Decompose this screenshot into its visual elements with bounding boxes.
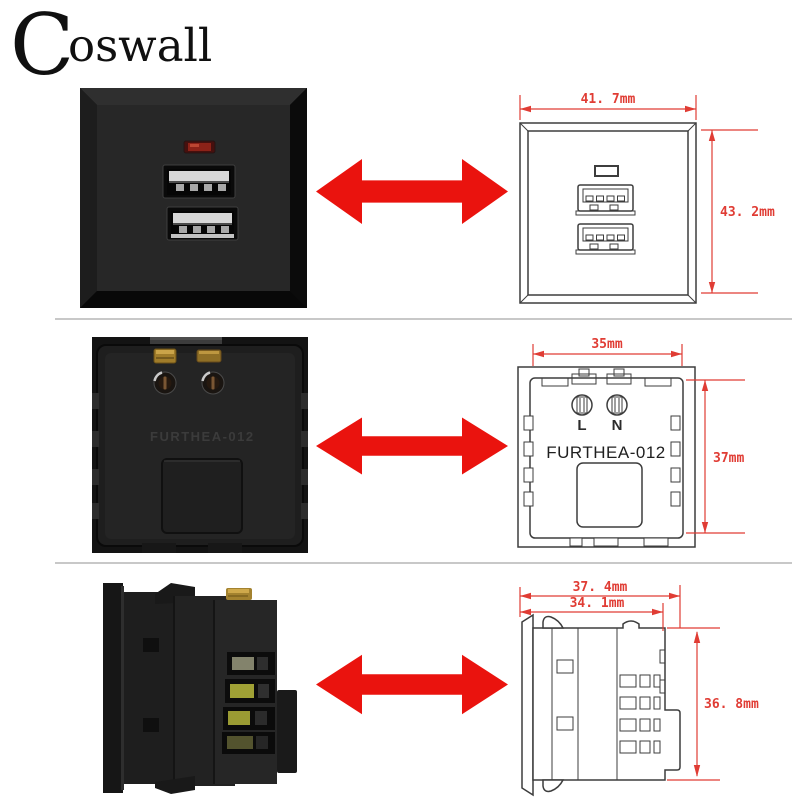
- row-divider-1: [55, 318, 792, 320]
- terminal-label-neutral: N: [612, 417, 623, 434]
- terminal-hole-right: [201, 371, 225, 395]
- bevel-bottom: [80, 291, 307, 308]
- top-clip-outline: [542, 615, 565, 629]
- front-outline: [519, 122, 697, 304]
- model-number: FURTHEA-012: [546, 443, 666, 462]
- bevel-left: [80, 88, 97, 308]
- side-height-label: 36. 8mm: [704, 697, 759, 712]
- front-height-dimension: 43. 2mm: [701, 129, 775, 294]
- bevel-right: [290, 88, 307, 308]
- bottom-clip: [155, 776, 195, 794]
- raised-block-outline: [576, 462, 643, 528]
- side-view-photo: [103, 583, 297, 794]
- double-arrow-icon: [316, 654, 508, 715]
- mount-tab-outline-left: [571, 368, 597, 385]
- raised-block: [161, 458, 243, 534]
- slot-outlines: [619, 674, 661, 754]
- back-view-photo: FURTHEA-012: [92, 337, 308, 553]
- mount-tab: [150, 337, 222, 348]
- row-divider-2: [55, 562, 792, 564]
- double-arrow-icon: [316, 417, 508, 475]
- clip-outlines: [523, 415, 681, 507]
- back-width-label: 35mm: [591, 337, 622, 352]
- side-view-diagram: 37. 4mm 34. 1mm 36. 8mm: [519, 580, 759, 797]
- embossed-model-text: FURTHEA-012: [150, 429, 255, 444]
- side-outer-width-label: 37. 4mm: [573, 580, 628, 595]
- usb-outline-top: [575, 184, 636, 216]
- front-width-label: 41. 7mm: [581, 92, 636, 107]
- terminal-outline-left: [571, 394, 593, 416]
- back-height-label: 37mm: [713, 451, 744, 466]
- side-clips: [92, 393, 308, 519]
- bevel-top: [80, 88, 307, 105]
- back-view-diagram: L N FURTHEA-012 35mm: [517, 337, 745, 548]
- usb-port-bottom: [166, 206, 239, 241]
- front-width-dimension: 41. 7mm: [519, 92, 697, 120]
- back-height-dimension: 37mm: [686, 379, 745, 534]
- back-width-dimension: 35mm: [532, 337, 683, 366]
- back-outline: L N FURTHEA-012: [517, 366, 696, 548]
- side-inner-width-dimension: 34. 1mm: [520, 596, 664, 631]
- contact-slots: [222, 652, 275, 754]
- logo-initial: C: [10, 2, 74, 88]
- bottom-clip-outline: [542, 779, 565, 793]
- terminal-hole-left: [153, 371, 177, 395]
- side-inner-width-label: 34. 1mm: [570, 596, 625, 611]
- logo-rest: oswall: [68, 19, 212, 72]
- front-view-diagram: 41. 7mm 43. 2mm: [519, 92, 775, 304]
- rear-tab: [277, 690, 297, 773]
- double-arrow-icon: [316, 159, 508, 224]
- front-height-label: 43. 2mm: [720, 205, 775, 220]
- front-view-photo: [80, 88, 307, 308]
- side-outline: [521, 613, 681, 797]
- faceplate-edge: [103, 583, 123, 793]
- led-indicator: [183, 140, 216, 154]
- usb-port-top: [162, 164, 236, 199]
- brand-logo: C oswall: [10, 2, 212, 88]
- brass-screw: [226, 588, 252, 600]
- brass-terminal-screw-right: [196, 349, 222, 363]
- indicator-outline: [594, 165, 619, 177]
- brass-terminal-screw-left: [153, 348, 177, 364]
- mount-tab-outline-right: [606, 368, 632, 385]
- terminal-outline-right: [606, 394, 628, 416]
- back-panel: [105, 353, 295, 539]
- faceplate-outline: [521, 613, 534, 797]
- usb-outline-bottom: [575, 223, 636, 255]
- side-height-dimension: 36. 8mm: [667, 627, 759, 781]
- terminal-label-live: L: [577, 417, 586, 434]
